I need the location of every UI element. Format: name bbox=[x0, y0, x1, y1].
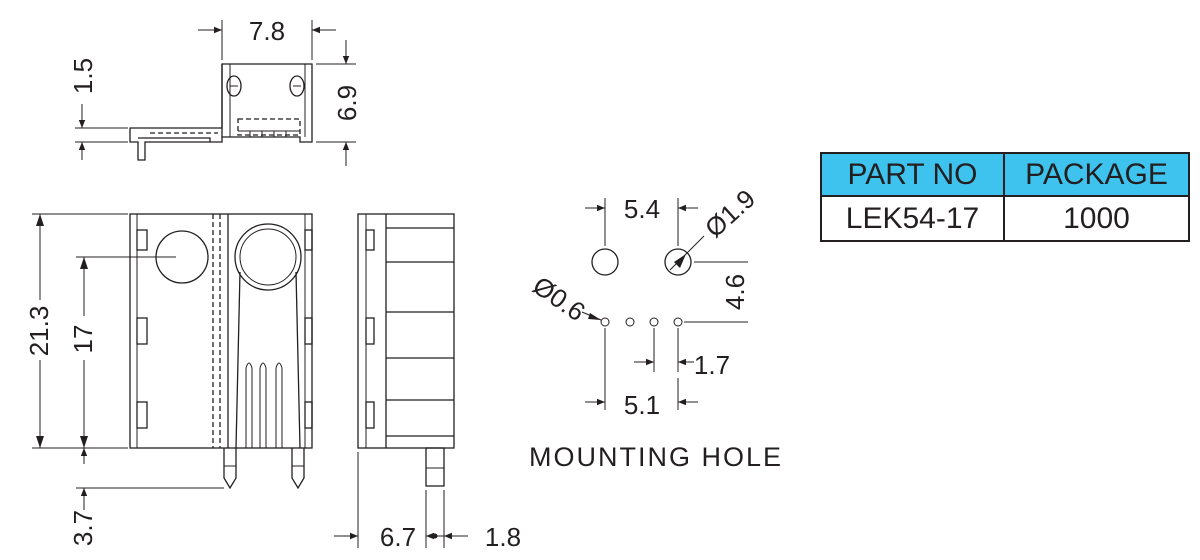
dim-pin-span: 5.1 bbox=[624, 390, 660, 420]
dim-pin-length: 3.7 bbox=[68, 510, 98, 546]
dim-hole-vertical: 4.6 bbox=[720, 274, 750, 310]
table-header-part-no: PART NO bbox=[822, 154, 1005, 197]
top-view: 7.8 6.9 1.5 bbox=[68, 16, 362, 166]
table-header-package: PACKAGE bbox=[1005, 154, 1188, 197]
dim-side-pin: 1.8 bbox=[485, 522, 521, 552]
dim-hole-diameter: Ø1.9 bbox=[699, 183, 761, 243]
table-cell-package: 1000 bbox=[1005, 197, 1188, 240]
dim-pin-pitch: 1.7 bbox=[694, 350, 730, 380]
front-view: 21.3 17 3.7 bbox=[24, 213, 313, 546]
table-cell-part-no: LEK54-17 bbox=[822, 197, 1005, 240]
mounting-hole-view: 5.4 Ø1.9 4.6 Ø0.6 1.7 5.1 MOUNTING HOLE bbox=[527, 183, 783, 472]
mounting-hole-caption: MOUNTING HOLE bbox=[529, 442, 783, 472]
dim-side-depth: 6.7 bbox=[380, 522, 416, 552]
dim-top-width: 7.8 bbox=[249, 16, 285, 46]
dim-top-height: 6.9 bbox=[332, 85, 362, 121]
dim-pin-hole-diameter: Ø0.6 bbox=[527, 270, 590, 327]
dim-top-left: 1.5 bbox=[68, 58, 98, 94]
part-info-table: PART NO PACKAGE LEK54-17 1000 bbox=[820, 152, 1190, 242]
side-view: 6.7 1.8 bbox=[334, 213, 521, 552]
dim-center-height: 17 bbox=[68, 325, 98, 354]
dim-hole-spacing: 5.4 bbox=[624, 194, 660, 224]
dim-body-height: 21.3 bbox=[24, 306, 54, 357]
